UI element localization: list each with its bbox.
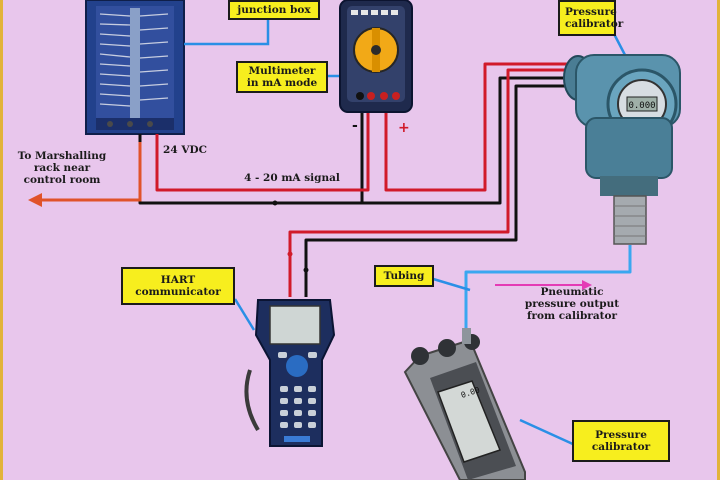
- transmitter-display: 0.000: [628, 101, 655, 111]
- hart-communicator: [246, 300, 334, 446]
- wire-red-meter-transmitter: [386, 64, 570, 190]
- leader-hart: [235, 299, 254, 330]
- minus-sign: -: [352, 118, 358, 134]
- label-junction-box: junction box: [228, 0, 320, 20]
- pressure-calibrator: 0.00: [405, 328, 525, 480]
- leader-junction-box: [184, 20, 268, 44]
- pressure-transmitter: 0.000: [564, 55, 680, 244]
- marshalling-text: To Marshalling rack near control room: [12, 150, 112, 186]
- junction-box: [86, 0, 184, 134]
- vdc-text: 24 VDC: [160, 144, 210, 156]
- multimeter: [340, 0, 412, 112]
- signal-text: 4 - 20 mA signal: [232, 172, 352, 184]
- unused: [395, 70, 570, 203]
- leader-calibrator: [520, 420, 575, 445]
- leader-tubing: [430, 278, 470, 290]
- label-tubing: Tubing: [374, 265, 434, 287]
- plus-sign: +: [398, 120, 410, 136]
- pneumatic-text: Pneumatic pressure output from calibrato…: [510, 286, 634, 322]
